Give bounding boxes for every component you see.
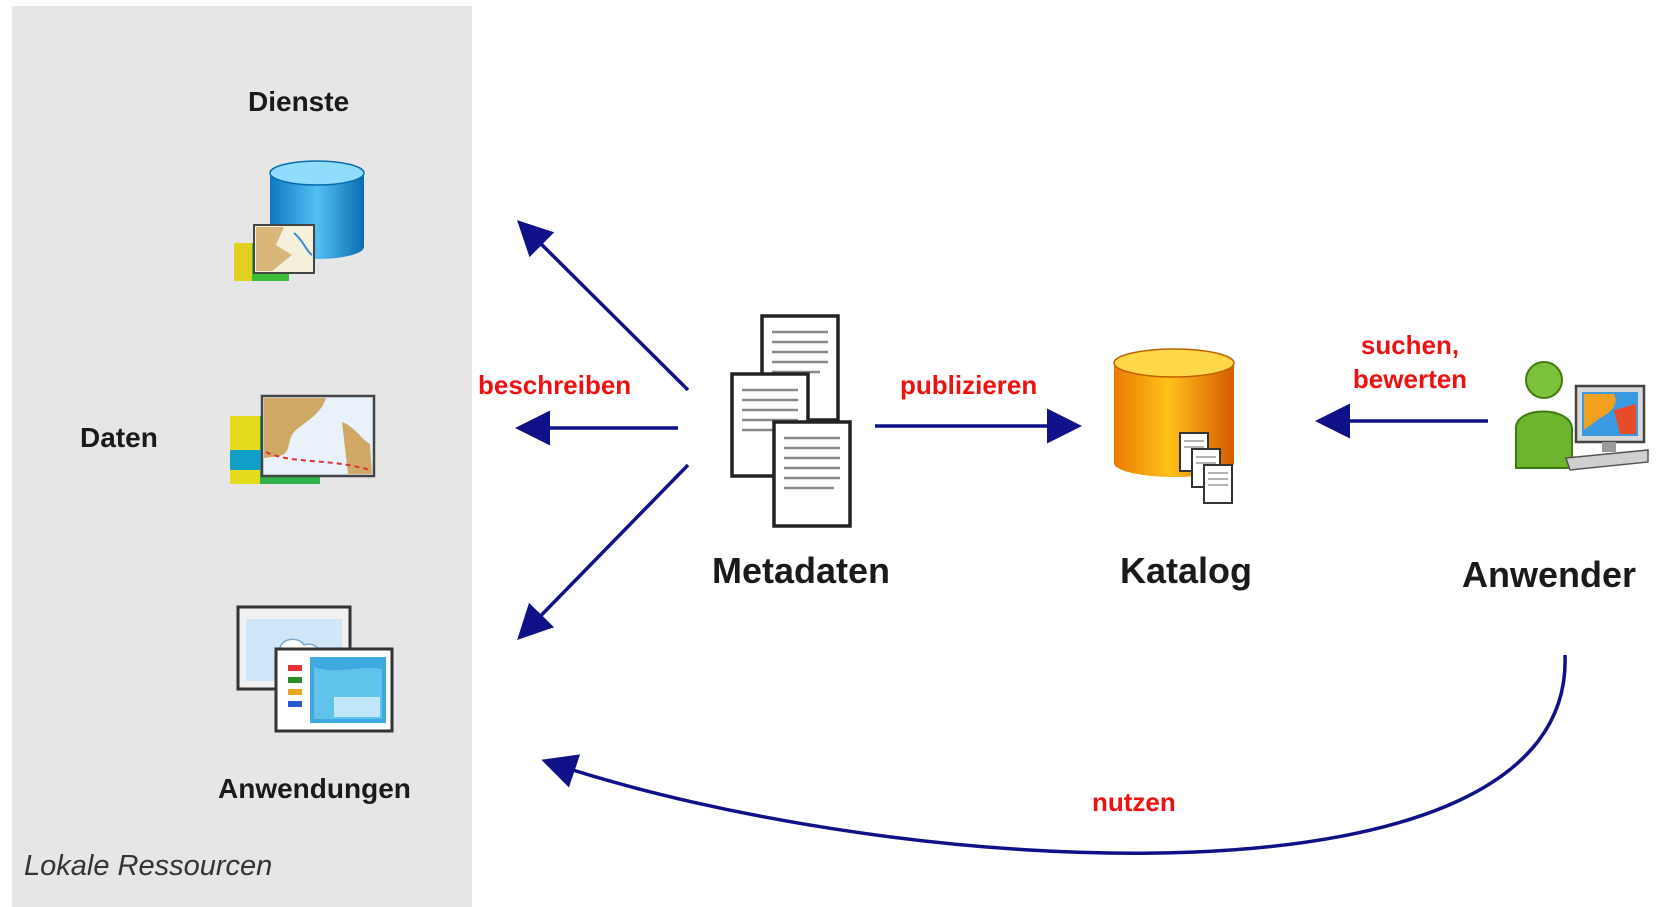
arrow-to-dienste <box>517 220 690 392</box>
metadaten-label: Metadaten <box>712 550 891 591</box>
beschreiben-label: beschreiben <box>478 370 632 400</box>
catalog-documents <box>1179 432 1233 504</box>
anwender-label: Anwender <box>1462 554 1637 595</box>
dienste-label: Dienste <box>248 86 350 117</box>
arrow-to-anwendungen <box>517 463 690 641</box>
suchen-line: suchen, <box>1360 330 1460 360</box>
catalog-database-icon <box>1113 348 1235 504</box>
panel-caption: Lokale Ressourcen <box>24 850 273 882</box>
documents-stack-icon <box>730 314 852 528</box>
document-front <box>772 420 852 528</box>
daten-label: Daten <box>80 422 158 453</box>
anwendungen-label: Anwendungen <box>218 773 411 804</box>
application-windows-icon <box>236 605 394 733</box>
database-with-map-icon <box>234 160 365 281</box>
user-at-computer-icon <box>1515 361 1649 471</box>
arrow-use <box>541 654 1567 855</box>
map-data-icon <box>230 394 376 484</box>
suchen-bewerten-label: suchen, bewerten <box>1340 328 1480 396</box>
nutzen-label: nutzen <box>1092 787 1176 817</box>
publizieren-label: publizieren <box>900 370 1038 400</box>
katalog-label: Katalog <box>1120 550 1253 591</box>
bewerten-line: bewerten <box>1352 364 1468 394</box>
